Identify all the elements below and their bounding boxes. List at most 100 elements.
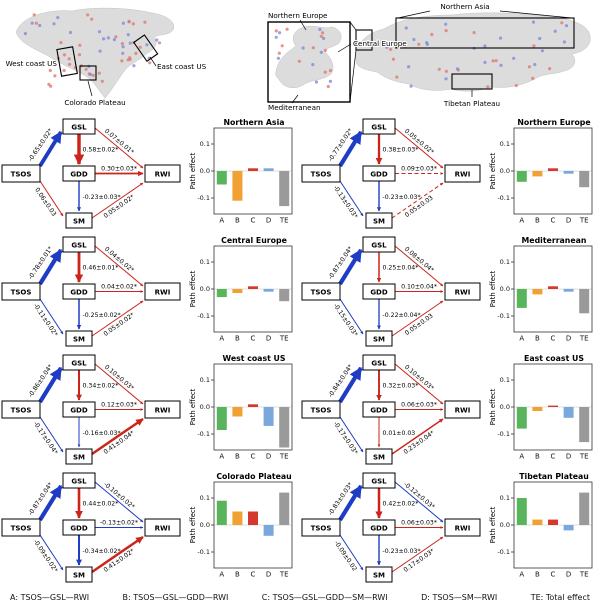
svg-text:GSL: GSL (371, 478, 387, 486)
x-tick-label: C (251, 453, 256, 461)
map-label-west-coast-us: West coast US (6, 59, 58, 68)
node-tsos: TSOS (301, 518, 341, 537)
site-dot (560, 21, 564, 25)
edge-label-gsl-gdd: 0.32±0.03* (383, 383, 419, 390)
site-dot (318, 27, 322, 32)
site-dot (138, 45, 142, 49)
site-dot (120, 42, 124, 46)
y-tick-label: -0.1 (197, 312, 210, 320)
edge-label-tsos-gsl: -0.87±0.04* (27, 481, 54, 516)
edge-label-tsos-gsl: -0.83±0.03* (327, 481, 354, 516)
x-tick-label: D (566, 217, 571, 225)
node-tsos: TSOS (301, 282, 341, 301)
y-axis-label: Path effect (189, 270, 197, 307)
svg-text:RWI: RWI (455, 525, 471, 533)
site-dot (311, 46, 315, 50)
node-gsl: GSL (62, 118, 96, 135)
site-dot (56, 16, 60, 20)
bar-TE (579, 407, 590, 443)
region-box-colorado (79, 65, 97, 81)
y-axis-label: Path effect (189, 388, 197, 425)
svg-text:RWI: RWI (455, 407, 471, 415)
edge-tsos-sm (339, 416, 364, 453)
site-dot (540, 49, 545, 53)
bar-TE (279, 407, 290, 448)
edge-tsos-gsl (338, 366, 363, 404)
site-dot (444, 22, 448, 26)
legend-item-c: C: TSOS—GSL—GDD—SM—RWI (261, 593, 388, 602)
svg-text:RWI: RWI (155, 407, 171, 415)
edge-tsos-sm (339, 180, 364, 217)
site-dot (32, 13, 36, 17)
bar-TE (579, 289, 590, 314)
site-dot (494, 59, 498, 63)
site-dot (38, 23, 42, 28)
node-gsl: GSL (362, 354, 396, 371)
path-diagram: TSOS GSL GDD SM RWI -0.65±0.02* 0.06±0.0… (1, 118, 181, 229)
region-panel: TSOS GSL GDD SM RWI -0.65±0.02* 0.06±0.0… (0, 116, 300, 234)
x-tick-label: TE (579, 453, 589, 461)
path-legend: A: TSOS—GSL—RWI B: TSOS—GSL—GDD—RWI C: T… (0, 588, 600, 602)
y-tick-label: 0.0 (500, 521, 510, 529)
x-tick-label: TE (279, 453, 289, 461)
edge-label-gdd-rwi: 0.04±0.02* (101, 284, 137, 291)
edge-tsos-sm (39, 534, 64, 571)
region-boxes (56, 17, 575, 90)
map-label-east-coast-us: East coast US (157, 62, 207, 71)
svg-text:RWI: RWI (455, 289, 471, 297)
y-tick-label: -0.1 (497, 430, 510, 438)
bar-B (232, 289, 243, 293)
chart-title: Northern Europe (517, 118, 590, 127)
x-tick-label: D (266, 335, 271, 343)
site-dot (112, 38, 116, 42)
site-dot (311, 63, 315, 67)
legend-item-b: B: TSOS—GSL—GDD—RWI (122, 593, 229, 602)
edge-label-gdd-sm: -0.34±0.02* (83, 548, 121, 555)
bar-D (263, 525, 274, 536)
chart-title: Colorado Plateau (216, 472, 291, 481)
edge-tsos-sm (39, 298, 64, 335)
site-dot (444, 29, 448, 33)
svg-text:RWI: RWI (155, 525, 171, 533)
bar-D (563, 407, 574, 418)
site-dot (88, 72, 92, 77)
site-dot (148, 61, 152, 65)
site-dot (472, 30, 476, 35)
bar-C (248, 404, 258, 407)
x-tick-label: B (535, 453, 540, 461)
bar-B (532, 519, 543, 525)
node-gdd: GDD (362, 165, 396, 182)
node-gsl: GSL (62, 354, 96, 371)
svg-text:GSL: GSL (71, 242, 87, 250)
site-dot (131, 22, 135, 26)
edge-tsos-sm (339, 534, 364, 571)
x-tick-label: C (551, 217, 556, 225)
svg-text:SM: SM (73, 572, 85, 580)
edge-label-tsos-gsl: -0.86±0.04* (27, 363, 54, 398)
x-tick-label: B (535, 217, 540, 225)
y-tick-label: 0.1 (500, 140, 510, 148)
y-tick-label: 0.1 (200, 258, 210, 266)
y-tick-label: 0.0 (200, 285, 210, 293)
site-dot (277, 51, 281, 55)
bar-A (216, 171, 227, 185)
y-tick-label: -0.1 (197, 430, 210, 438)
site-dot (314, 80, 319, 84)
site-dot (391, 57, 395, 61)
edge-gsl-rwi (394, 127, 444, 169)
x-tick-label: B (535, 571, 540, 579)
site-dot (127, 19, 131, 24)
site-dot (68, 30, 73, 35)
bar-A (516, 407, 527, 429)
bar-TE (279, 492, 290, 525)
path-diagram: TSOS GSL GDD SM RWI -0.87±0.04* -0.15±0.… (301, 236, 481, 347)
x-tick-label: B (235, 571, 240, 579)
node-gdd: GDD (62, 283, 96, 300)
svg-text:TSOS: TSOS (311, 289, 332, 297)
edge-label-gdd-rwi: 0.10±0.04* (401, 284, 437, 291)
bar-C (548, 168, 558, 171)
site-dot (395, 75, 399, 79)
site-dot (404, 26, 408, 30)
edge-label-gdd-sm: -0.16±0.03* (83, 430, 121, 437)
